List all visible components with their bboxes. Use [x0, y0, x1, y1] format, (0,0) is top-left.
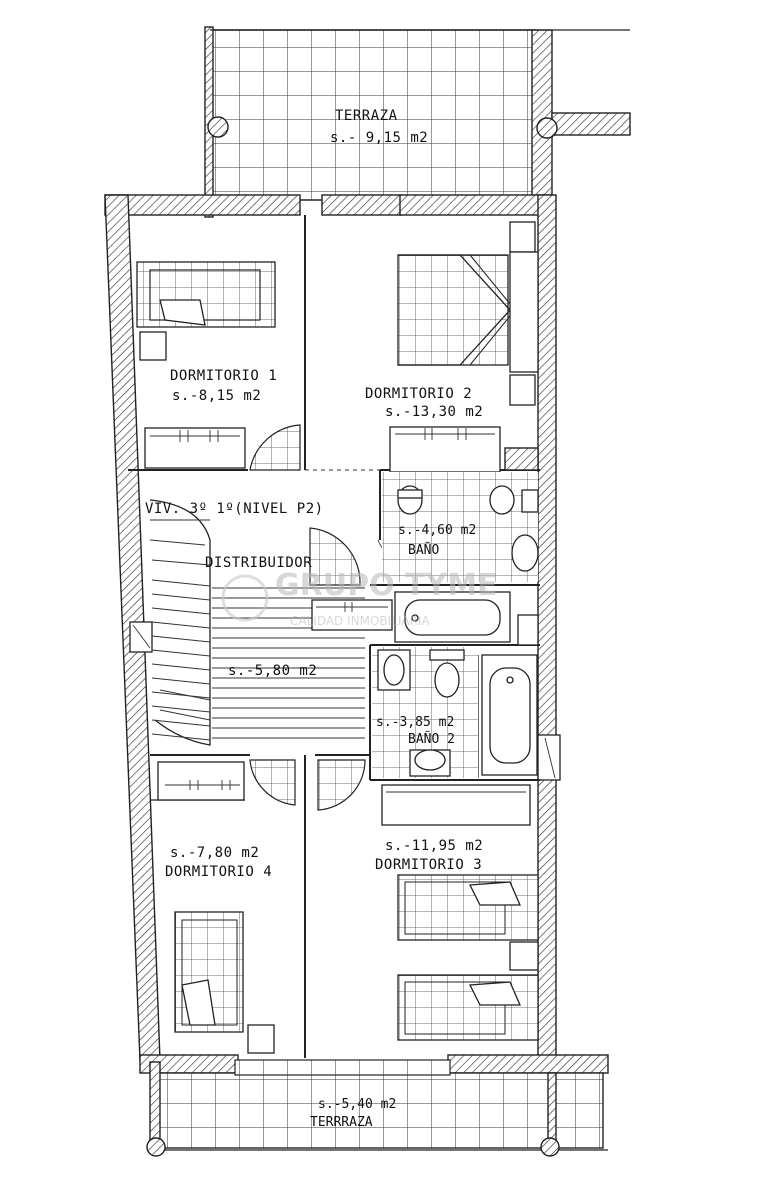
room-labels: TERRAZA s.- 9,15 m2 DORMITORIO 1 s.-8,15… [145, 108, 483, 1130]
stair-step [151, 733, 211, 741]
distribuidor-area: s.-5,80 m2 [228, 663, 317, 679]
bathroom-2 [372, 647, 538, 778]
bathroom-2-name: BAÑO 2 [408, 731, 455, 747]
stair-step [151, 677, 211, 685]
bedroom-3-area: s.-11,95 m2 [385, 838, 483, 854]
terrace-bottom-area: s.-5,40 m2 [318, 1097, 396, 1112]
bedroom-4-area: s.-7,80 m2 [170, 845, 259, 861]
stair-step [151, 719, 211, 727]
stair-step [151, 663, 211, 671]
stair-step [151, 607, 211, 615]
bathroom-1 [382, 472, 539, 646]
bedroom-4 [157, 761, 275, 1054]
stair-step [151, 635, 211, 643]
stair-step [151, 705, 211, 713]
stair-step [151, 649, 211, 657]
terrace-top-area: s.- 9,15 m2 [330, 130, 428, 146]
bedroom-2 [389, 221, 539, 473]
terrace-bottom [146, 1059, 608, 1157]
watermark-tagline: CALIDAD INMOBILIARIA [290, 614, 431, 628]
bedroom-1 [136, 261, 276, 469]
bedroom-3 [381, 784, 539, 1041]
unit-label: VIV. 3º 1º(NIVEL P2) [145, 501, 324, 517]
terrace-bottom-name: TERRRAZA [310, 1115, 373, 1130]
bedroom-2-name: DORMITORIO 2 [365, 386, 472, 402]
watermark: GRUPO TYME CALIDAD INMOBILIARIA [221, 568, 498, 628]
stair-step [151, 621, 211, 629]
terrace-top-name: TERRAZA [335, 108, 398, 124]
bedroom-1-name: DORMITORIO 1 [170, 368, 277, 384]
bedroom-2-area: s.-13,30 m2 [385, 404, 483, 420]
terrace-top [204, 26, 631, 218]
watermark-brand: GRUPO TYME [275, 568, 498, 603]
stair-step [151, 691, 211, 699]
bedroom-1-area: s.-8,15 m2 [172, 388, 261, 404]
distribuidor-name: DISTRIBUIDOR [205, 555, 312, 571]
bathroom-1-area: s.-4,60 m2 [398, 523, 476, 538]
bedroom-4-name: DORMITORIO 4 [165, 864, 272, 880]
bedroom-3-name: DORMITORIO 3 [375, 857, 482, 873]
stair-step [151, 593, 211, 601]
bathroom-1-name: BAÑO [408, 542, 439, 558]
doors [249, 424, 406, 811]
stair-step [151, 579, 211, 587]
bathroom-2-area: s.-3,85 m2 [376, 715, 454, 730]
staircase [149, 499, 365, 746]
